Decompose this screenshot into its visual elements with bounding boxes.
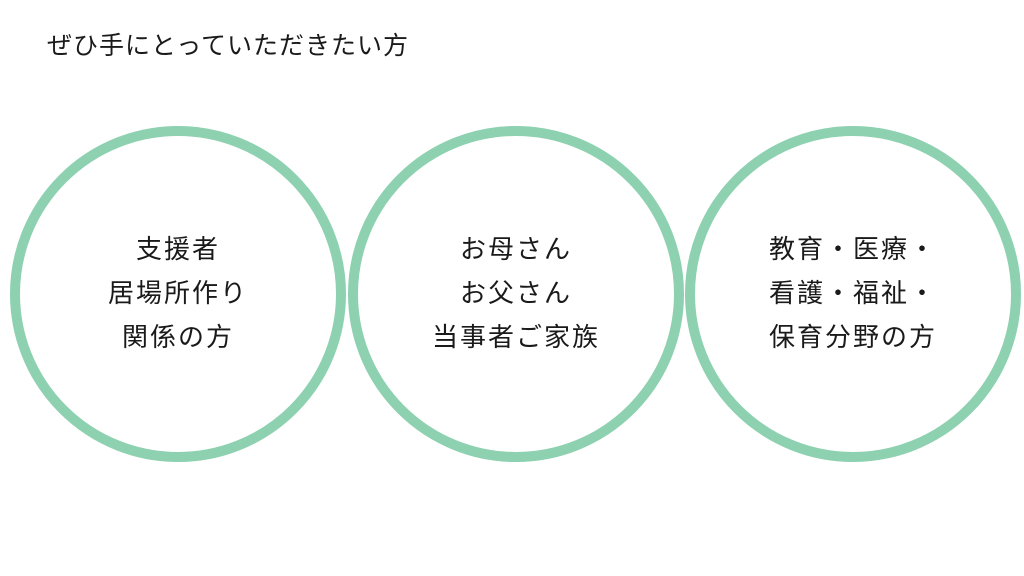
- page-title: ぜひ手にとっていただきたい方: [47, 31, 410, 60]
- audience-circle-professionals: 教育・医療・ 看護・福祉・ 保育分野の方: [685, 126, 1021, 462]
- audience-text: 支援者 居場所作り 関係の方: [108, 228, 248, 360]
- audience-line: 関係の方: [121, 323, 234, 353]
- audience-line: 看護・福祉・: [768, 279, 937, 309]
- audience-line: 保育分野の方: [768, 323, 937, 353]
- audience-text: お母さん お父さん 当事者ご家族: [432, 228, 600, 360]
- audience-line: 支援者: [135, 235, 220, 265]
- audience-circle-supporters: 支援者 居場所作り 関係の方: [10, 126, 346, 462]
- audience-circle-families: お母さん お父さん 当事者ご家族: [348, 126, 684, 462]
- audience-text: 教育・医療・ 看護・福祉・ 保育分野の方: [769, 228, 937, 360]
- audience-line: 当事者ご家族: [431, 323, 600, 353]
- audience-line: 居場所作り: [107, 279, 248, 309]
- audience-line: お母さん: [459, 235, 572, 265]
- audience-line: 教育・医療・: [768, 235, 937, 265]
- audience-line: お父さん: [459, 279, 572, 309]
